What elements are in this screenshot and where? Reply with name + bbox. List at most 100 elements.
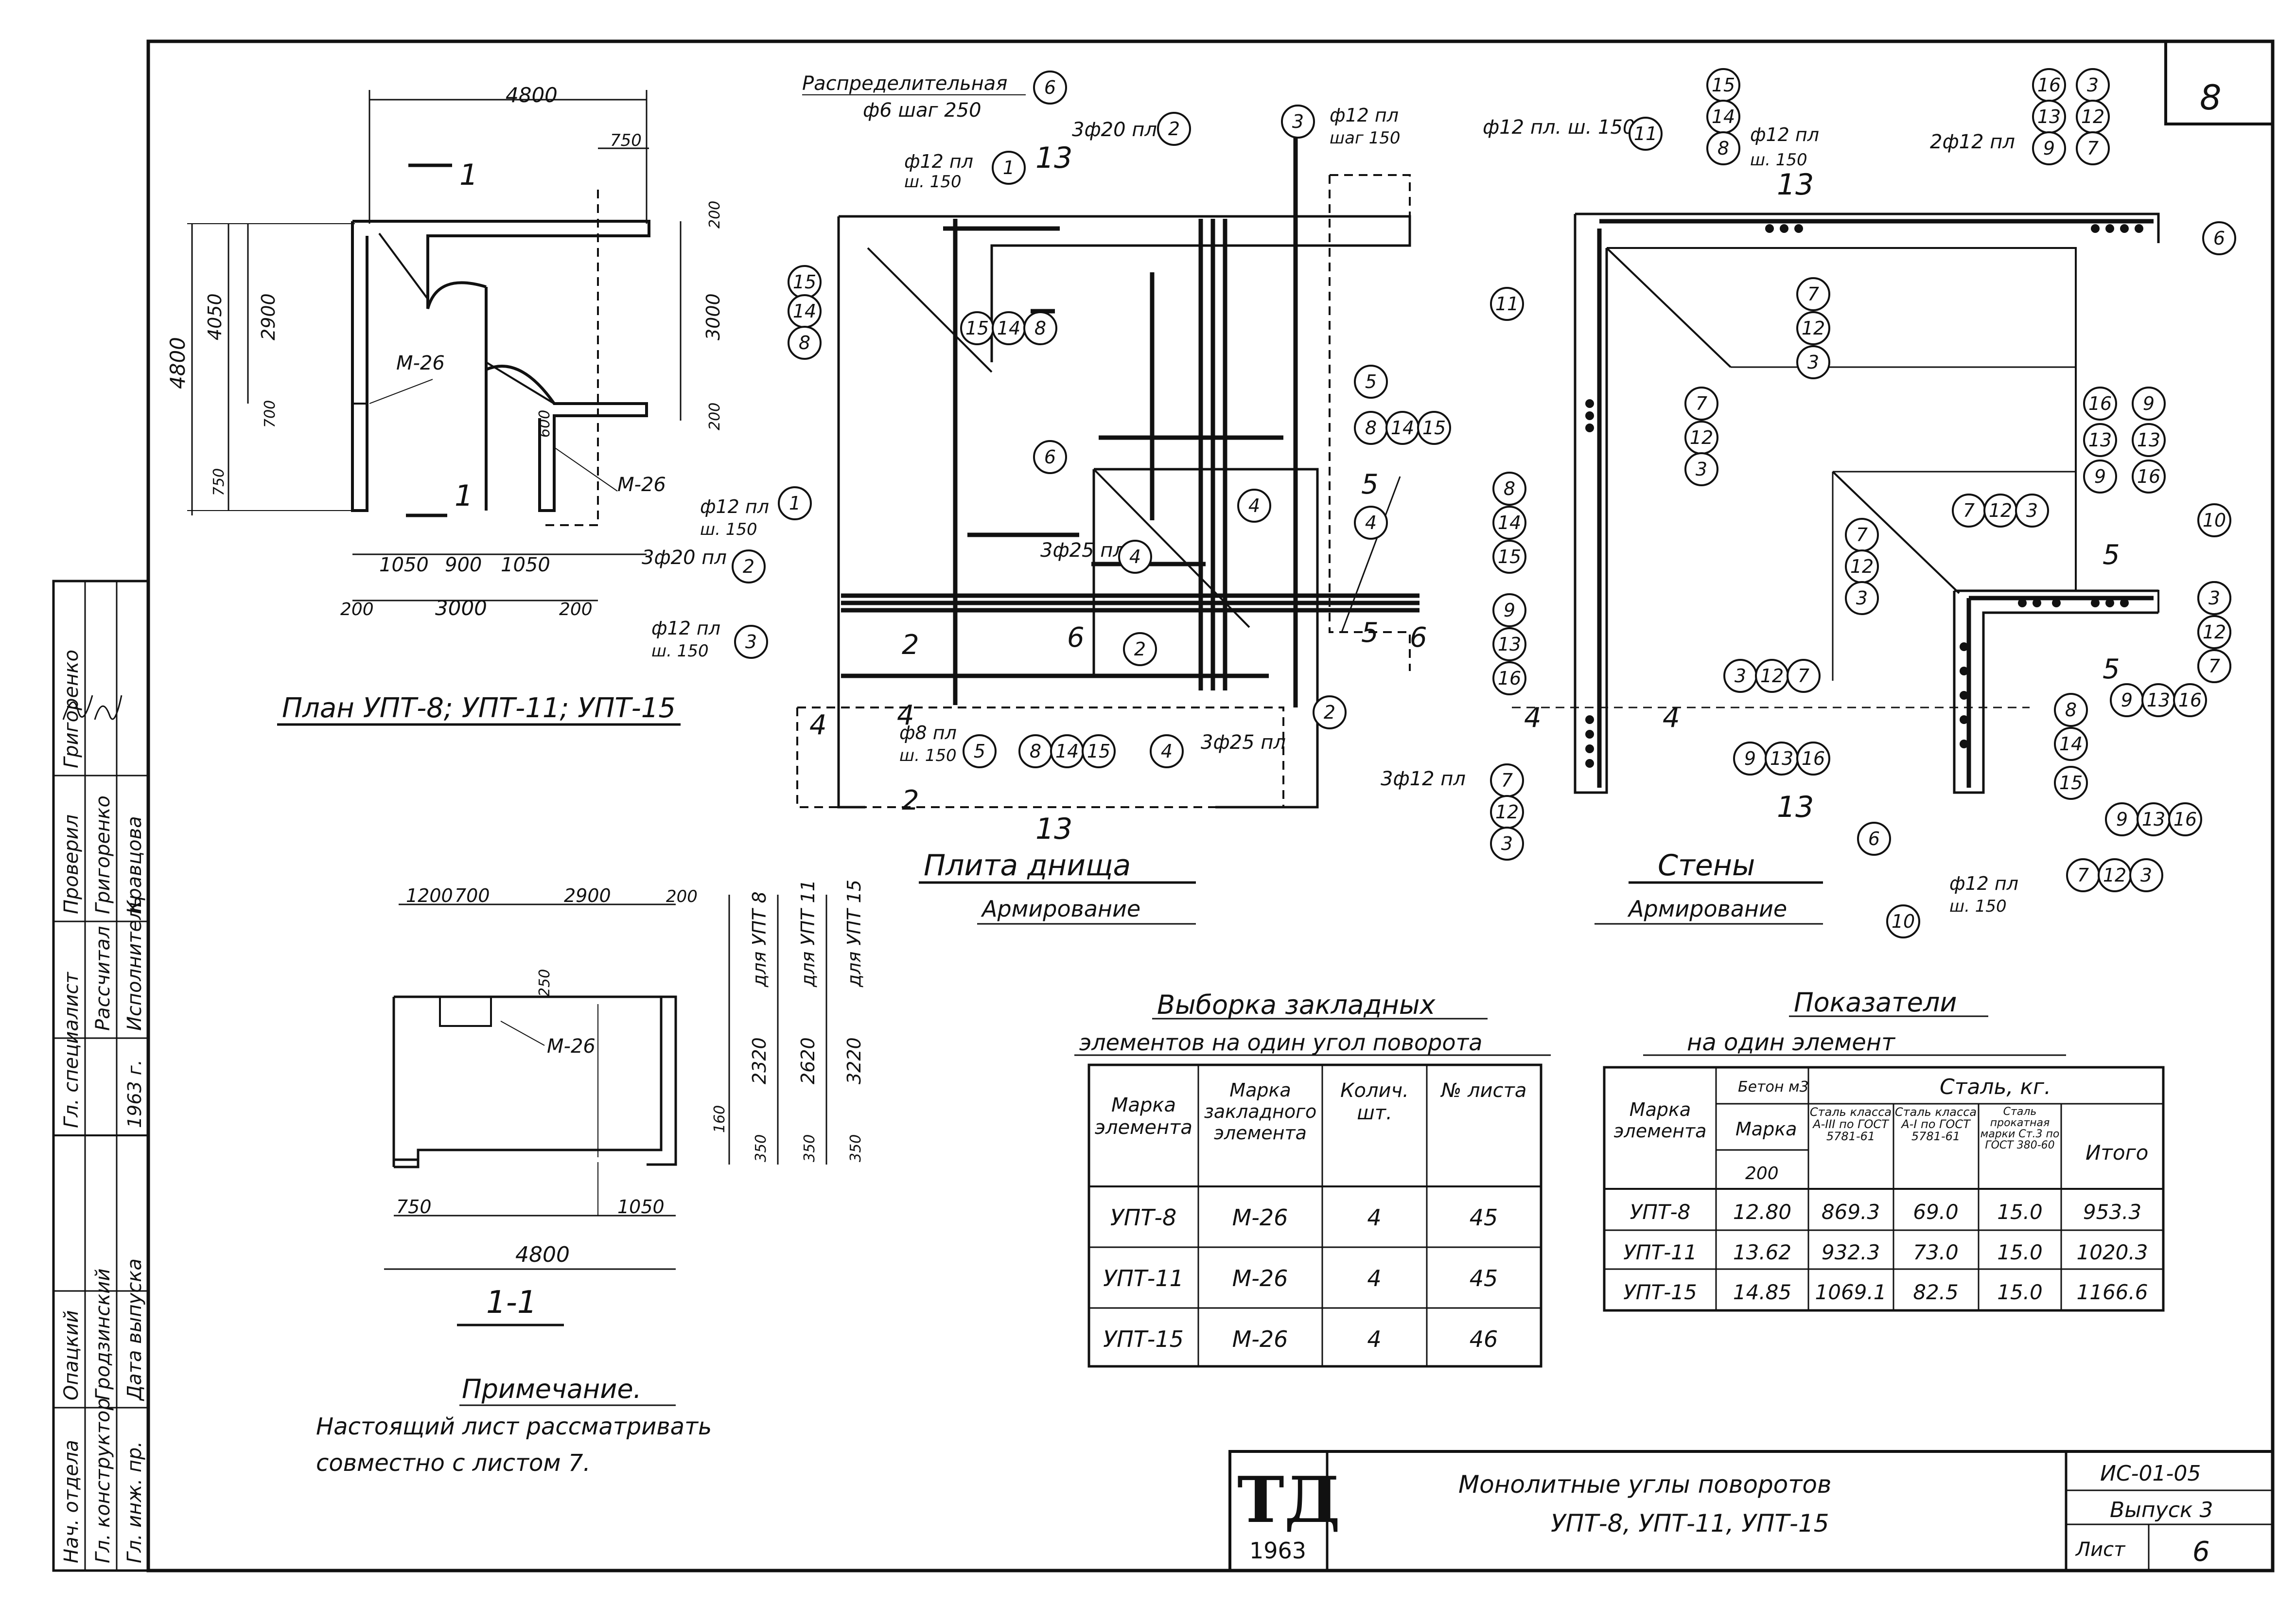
slab-circle <box>1023 311 1057 345</box>
emb-title2: элементов на один угол поворота <box>1079 1029 1482 1056</box>
walls-callout-label: 9 <box>2094 466 2106 487</box>
walls-callout-label: 10 <box>2203 510 2226 531</box>
stamp-year: 1963 г. <box>124 1060 145 1128</box>
sec-dim-2620: 2620 <box>797 1037 819 1084</box>
slab-view: Распределительная ф6 шаг 250 ф12 пл ш. 1… <box>642 71 1451 925</box>
walls-callout-label: 13 <box>2137 429 2160 451</box>
slab-callout-label: 3 <box>745 631 757 653</box>
slab-circle <box>1354 506 1388 540</box>
emb-head-1: Марка закладного элемента <box>1204 1079 1317 1144</box>
plan-dim-b900: 900 <box>445 554 482 576</box>
stamp-role-3: Гл. инж. пр. <box>123 1441 146 1563</box>
walls-callout-label: 16 <box>1802 748 1825 769</box>
ind-cell: 69.0 <box>1913 1200 1959 1224</box>
slab-callout-label: 15 <box>1422 417 1446 439</box>
walls-callout-label: 7 <box>1501 770 1513 791</box>
emb-head-3: № листа <box>1441 1079 1527 1102</box>
walls-callout-label: 9 <box>2143 393 2155 414</box>
walls-circle <box>1857 822 1891 856</box>
sec-dim-1200: 1200 <box>406 885 453 906</box>
slab-label-d-sh150: ш. 150 <box>700 520 757 539</box>
slab-callout-label: 8 <box>1034 318 1046 339</box>
slab-circle <box>1150 734 1184 768</box>
stamp-role-5: Гл. специалист <box>60 972 83 1128</box>
walls-view: ф12 пл. ш. 150 ф12 пл ш. 150 2ф12 пл 3ф1… <box>1381 68 2236 938</box>
emb-cell: М-26 <box>1232 1204 1288 1231</box>
tb-issue: Выпуск 3 <box>2110 1498 2213 1522</box>
emb-cell: УПТ-15 <box>1103 1326 1184 1352</box>
slab-label-h-phi8: ф8 пл <box>899 722 957 743</box>
ind-cell: 82.5 <box>1913 1280 1959 1304</box>
walls-label-b-phi12: ф12 пл <box>1750 124 1819 145</box>
ind-head-concrete-sub: Марка <box>1735 1118 1797 1140</box>
walls-callout-label: 7 <box>1807 283 1819 305</box>
walls-circle <box>2083 387 2117 421</box>
ind-cell: 1020.3 <box>2077 1240 2148 1264</box>
walls-callout-label: 3 <box>2140 865 2152 886</box>
walls-callout-label: 6 <box>2213 228 2225 249</box>
walls-callout-label: 13 <box>1498 634 1521 655</box>
walls-callout-label: 15 <box>1498 546 1521 567</box>
slab-circle <box>1118 540 1152 574</box>
ind-cell: 14.85 <box>1733 1280 1791 1304</box>
plan-dim-600: 600 <box>536 410 553 438</box>
walls-callout-label: 3 <box>1807 352 1819 373</box>
slab-callout-label: 14 <box>793 300 816 322</box>
walls-circle <box>2197 503 2231 537</box>
walls-circle <box>1706 131 1740 165</box>
walls-circle <box>1490 827 1524 861</box>
walls-circle <box>2083 423 2117 457</box>
walls-callout-label: 12 <box>1690 427 1713 448</box>
plan-dim-r200: 200 <box>706 201 723 229</box>
ind-cell: 13.62 <box>1733 1240 1791 1264</box>
slab-circle <box>1157 112 1191 146</box>
slab-callout-label: 5 <box>974 741 985 762</box>
sec-dim-700: 700 <box>455 885 490 906</box>
stamp-name-1: Опацкий <box>60 1310 83 1400</box>
ind-head-concrete: Бетон м3 <box>1738 1078 1809 1096</box>
slab-label-c-phi12: ф12 пл <box>1330 105 1399 126</box>
corner-sheet-number: 8 <box>2200 78 2222 118</box>
slab-callout-label: 14 <box>1055 741 1079 762</box>
walls-callout-label: 7 <box>2087 138 2099 159</box>
ind-head-total: Итого <box>2086 1141 2148 1165</box>
emb-cell: 45 <box>1470 1204 1498 1231</box>
walls-circle <box>1796 742 1830 776</box>
tb-logo: ТД <box>1237 1463 1340 1537</box>
sec-dim-350c: 350 <box>847 1134 864 1162</box>
plan-mark-m26-a: М-26 <box>396 352 445 374</box>
walls-circle <box>1492 472 1526 506</box>
slab-circle <box>778 486 812 520</box>
emb-cell: 4 <box>1367 1326 1381 1352</box>
walls-circle <box>1845 581 1879 615</box>
walls-callout-label: 10 <box>1892 911 1915 932</box>
ind-cell: 1069.1 <box>1815 1280 1887 1304</box>
walls-circle <box>1886 904 1920 938</box>
slab-callout-label: 15 <box>793 271 816 293</box>
slab-circle <box>1123 632 1157 666</box>
tb-year: 1963 <box>1249 1537 1306 1564</box>
walls-callout-label: 3 <box>1696 459 1707 480</box>
slab-callout-label: 4 <box>1365 512 1377 533</box>
walls-circle <box>2076 131 2110 165</box>
ind-cell: 12.80 <box>1733 1200 1791 1224</box>
walls-circle <box>2173 683 2207 717</box>
slab-callout-label: 1 <box>789 493 801 514</box>
walls-circle <box>1492 593 1526 627</box>
walls-callout-label: 9 <box>1744 748 1756 769</box>
sheet-frame <box>146 39 2275 1573</box>
sec-dim-160: 160 <box>711 1105 728 1133</box>
plan-dim-b200b: 200 <box>559 600 593 619</box>
slab-label-h-sh150: ш. 150 <box>899 746 957 765</box>
ind-cell: 869.3 <box>1822 1200 1880 1224</box>
emb-cell: 46 <box>1470 1326 1498 1352</box>
ind-cell: УПТ-15 <box>1623 1280 1697 1304</box>
slab-label-c-sh150: шаг 150 <box>1330 128 1401 148</box>
slab-cut-4a: 4 <box>809 709 827 741</box>
embedded-table: Выборка закладных элементов на один угол… <box>1074 990 1551 1368</box>
walls-callout-label: 7 <box>2208 655 2220 677</box>
walls-callout-label: 9 <box>2116 809 2128 830</box>
walls-cut-13: 13 <box>1777 168 1814 202</box>
plan-dim-700: 700 <box>262 400 279 428</box>
